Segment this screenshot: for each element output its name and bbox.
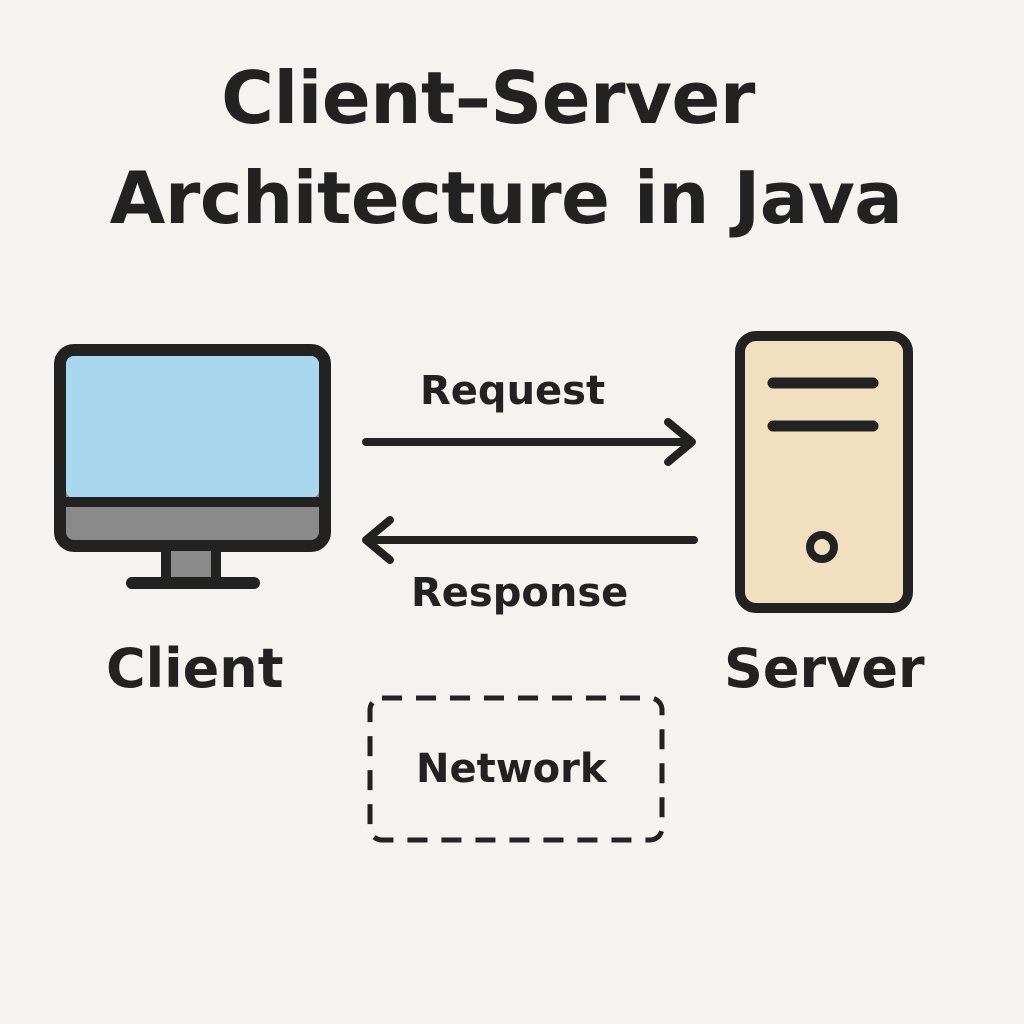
monitor-icon <box>54 344 331 589</box>
request-label: Request <box>420 368 606 414</box>
network-label: Network <box>416 746 607 792</box>
server-power-button <box>806 531 838 563</box>
monitor-stand-neck <box>161 541 221 587</box>
server-tower-icon <box>735 331 913 613</box>
request-arrow <box>362 418 696 466</box>
response-label: Response <box>411 570 629 616</box>
server-label: Server <box>724 637 925 700</box>
network-box <box>367 695 665 843</box>
server-body <box>735 331 913 613</box>
client-label: Client <box>106 637 284 700</box>
monitor-screen <box>66 356 319 498</box>
response-arrow <box>362 516 698 564</box>
title-line-2: Architecture in Java <box>109 156 903 240</box>
title-line-1: Client–Server <box>221 56 755 140</box>
